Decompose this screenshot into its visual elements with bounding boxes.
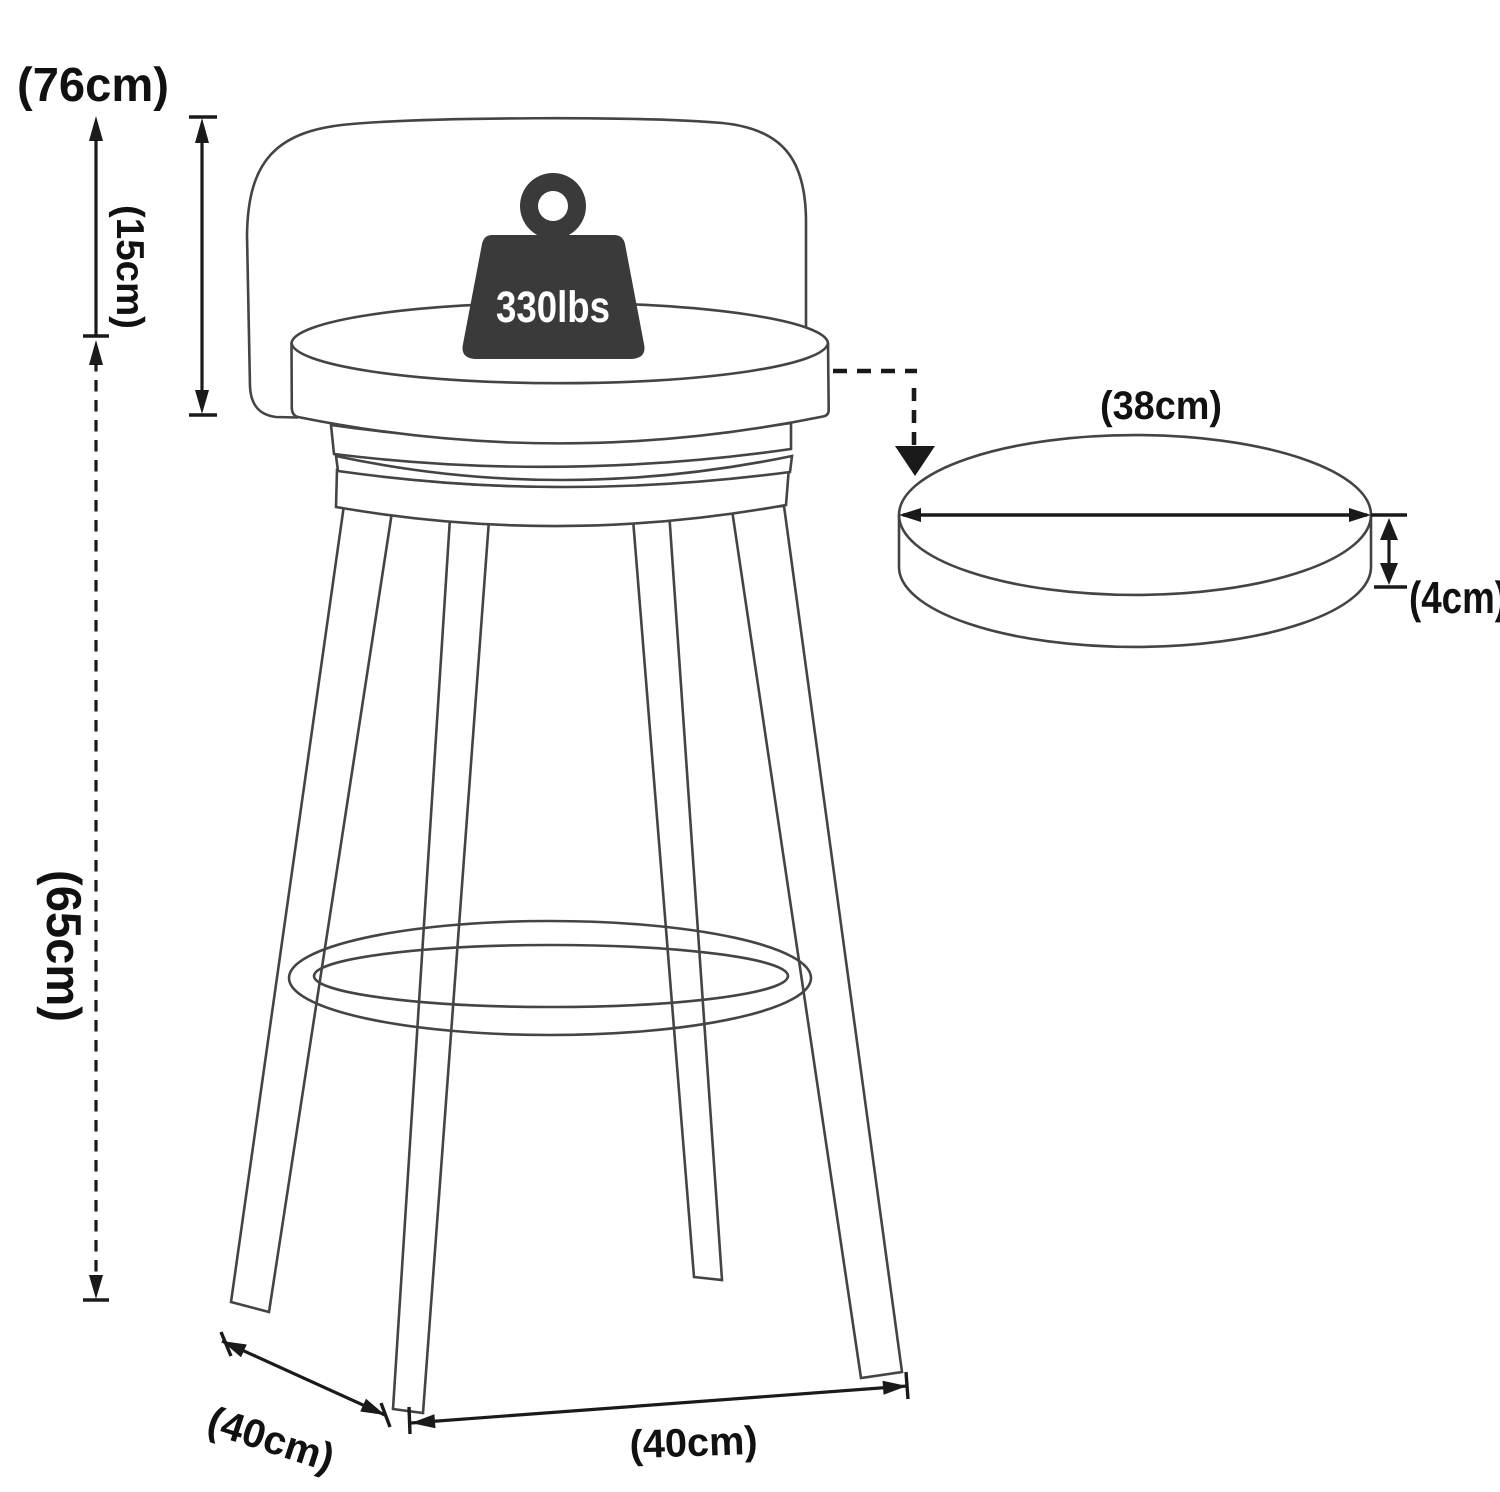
svg-text:(76cm): (76cm): [17, 59, 169, 112]
svg-text:(4cm): (4cm): [1409, 572, 1500, 623]
svg-text:(15cm): (15cm): [108, 205, 151, 329]
svg-text:(65cm): (65cm): [36, 870, 90, 1022]
svg-text:(40cm): (40cm): [629, 1419, 758, 1467]
svg-text:(38cm): (38cm): [1100, 384, 1222, 428]
svg-text:330lbs: 330lbs: [496, 283, 610, 332]
